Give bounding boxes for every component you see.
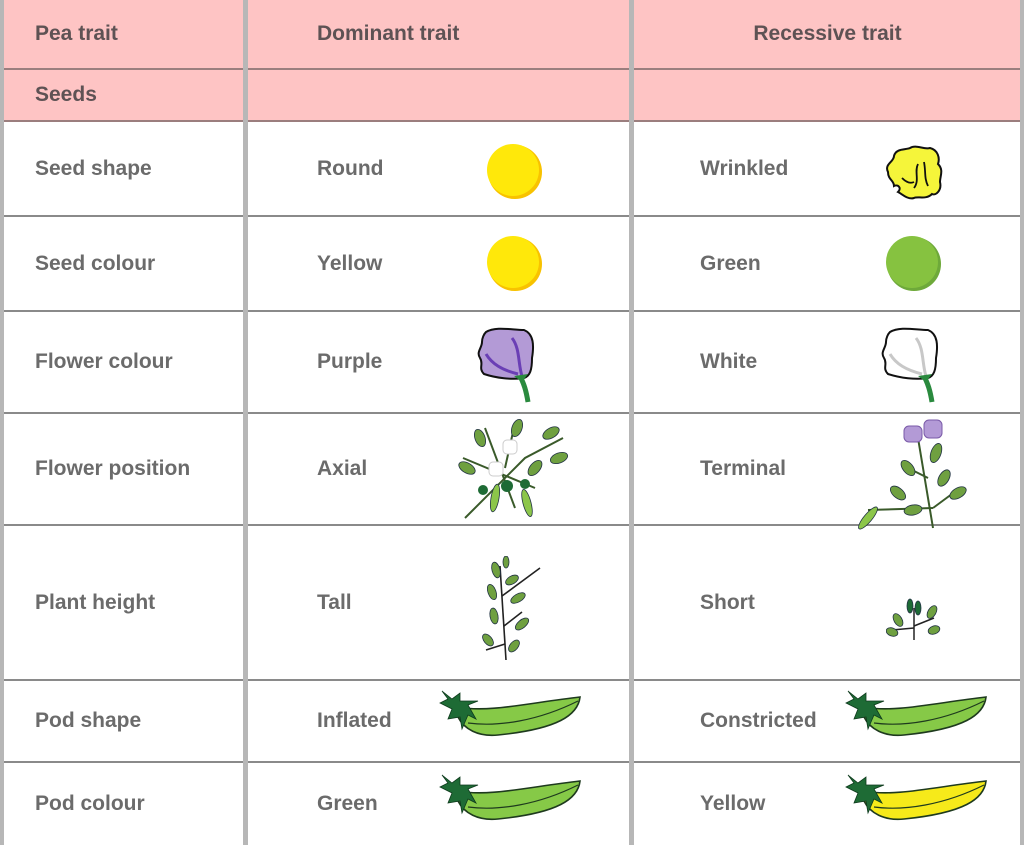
header-recessive-trait: Recessive trait (753, 22, 902, 45)
round-yellow-seed-icon (487, 144, 542, 199)
white-flower-icon (881, 327, 938, 403)
trait-name: Pod shape (35, 709, 142, 732)
terminal-flowers-plant-icon (858, 419, 967, 530)
dominant-value: Round (317, 156, 384, 180)
table-row: Flower colour Purple White (0, 312, 1024, 414)
dominant-value: Axial (317, 457, 368, 480)
recessive-value: White (700, 350, 758, 373)
trait-name: Seed shape (35, 156, 152, 180)
header-dominant-trait: Dominant trait (317, 22, 460, 45)
axial-flowers-plant-icon (458, 418, 569, 519)
short-plant-icon (886, 598, 941, 640)
wrinkled-yellow-seed-icon (886, 145, 943, 200)
yellow-seed-icon (487, 236, 542, 291)
recessive-value: Constricted (700, 709, 817, 732)
header-pea-trait: Pea trait (35, 22, 118, 45)
table-row: Flower position Axial Terminal (0, 414, 1024, 530)
dominant-value: Purple (317, 350, 383, 373)
table-row: Plant height Tall Short (0, 526, 1024, 681)
purple-flower-icon (477, 327, 534, 403)
trait-name: Flower colour (35, 350, 173, 373)
tall-plant-icon (482, 556, 541, 661)
table-row: Seed colour Yellow Green (0, 217, 1024, 312)
table-border-left (0, 0, 4, 845)
section-label: Seeds (35, 83, 97, 106)
recessive-value: Short (700, 590, 755, 614)
green-seed-icon (886, 236, 941, 291)
recessive-value: Green (700, 251, 761, 275)
column-divider-2 (629, 0, 634, 845)
dominant-value: Inflated (317, 709, 392, 732)
column-divider-1 (243, 0, 248, 845)
inflated-pod-icon (439, 690, 581, 737)
green-pod-icon (439, 774, 581, 821)
recessive-value: Wrinkled (700, 156, 789, 180)
trait-name: Plant height (35, 590, 156, 614)
section-row-seeds: Seeds (0, 70, 1024, 122)
recessive-value: Yellow (700, 792, 766, 815)
table-row: Pod colour Green Yellow (0, 763, 1024, 845)
trait-name: Pod colour (35, 792, 145, 815)
constricted-pod-icon (845, 690, 987, 737)
dominant-value: Tall (317, 590, 352, 614)
recessive-value: Terminal (700, 457, 786, 480)
yellow-pod-icon (845, 774, 987, 821)
dominant-value: Green (317, 792, 378, 815)
trait-name: Flower position (35, 457, 191, 480)
table-row: Pod shape Inflated Constricted (0, 681, 1024, 763)
dominant-value: Yellow (317, 251, 383, 275)
table-header-row: Pea trait Dominant trait Recessive trait (0, 0, 1024, 70)
table-border-right (1020, 0, 1024, 845)
table-row: Seed shape Round Wrinkled (0, 122, 1024, 217)
trait-name: Seed colour (35, 251, 156, 275)
